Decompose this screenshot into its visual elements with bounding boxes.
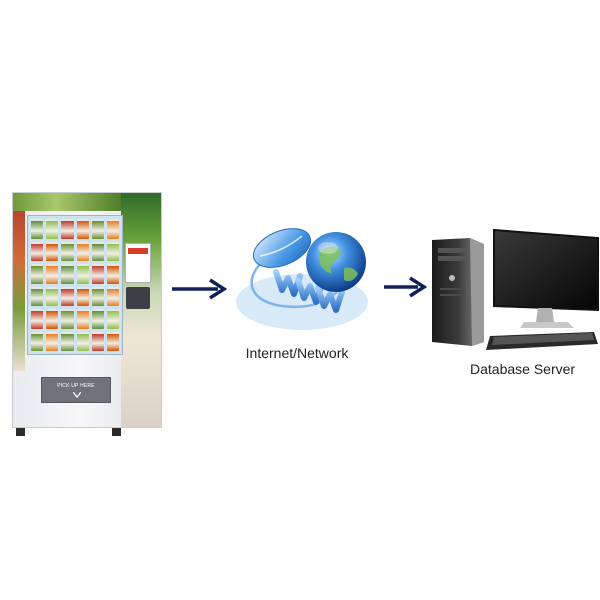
product-jar [31, 309, 44, 329]
product-jar [31, 331, 44, 351]
keyboard-icon [486, 332, 598, 350]
product-jar [46, 264, 59, 284]
product-jar [106, 241, 119, 261]
product-jar [46, 241, 59, 261]
down-chevron-icon [73, 392, 81, 398]
product-jar [76, 309, 89, 329]
product-jar [106, 219, 119, 239]
product-jar [91, 331, 104, 351]
vending-machine-left-panel [13, 211, 25, 371]
product-jar [76, 219, 89, 239]
internet-network-icon [236, 228, 368, 330]
pickup-door: PICK UP HERE [41, 377, 111, 403]
product-jar [91, 219, 104, 239]
arrow-right-icon [172, 278, 228, 300]
machine-foot [112, 428, 121, 436]
product-jar [61, 219, 74, 239]
product-jar [106, 331, 119, 351]
product-jar [61, 264, 74, 284]
product-jar [46, 286, 59, 306]
product-grid [31, 219, 119, 351]
product-jar [76, 286, 89, 306]
product-jar [76, 331, 89, 351]
product-jar [106, 264, 119, 284]
globe-icon [306, 232, 366, 292]
product-jar [31, 219, 44, 239]
product-jar [106, 286, 119, 306]
product-jar [46, 219, 59, 239]
product-jar [31, 241, 44, 261]
www-icon [273, 269, 345, 313]
computer-tower-icon [432, 238, 484, 346]
machine-foot [16, 428, 25, 436]
product-jar [61, 331, 74, 351]
vending-machine-top-panel [13, 193, 121, 211]
vending-machine-body: PICK UP HERE [12, 192, 162, 428]
product-jar [61, 286, 74, 306]
product-jar [76, 264, 89, 284]
vending-machine-screen [125, 243, 151, 283]
product-jar [61, 241, 74, 261]
database-server-icon [432, 228, 599, 350]
mouse-icon [252, 228, 312, 268]
monitor-icon [493, 228, 599, 328]
product-jar [76, 241, 89, 261]
product-jar [31, 264, 44, 284]
vending-machine-icon: PICK UP HERE [12, 192, 162, 438]
product-jar [61, 309, 74, 329]
payment-slot [126, 287, 150, 309]
internet-network-label: Internet/Network [245, 345, 349, 361]
arrow-right-icon [384, 276, 428, 298]
screen-banner [128, 248, 148, 254]
product-jar [91, 241, 104, 261]
product-jar [46, 331, 59, 351]
product-jar [106, 309, 119, 329]
product-jar [91, 286, 104, 306]
product-jar [91, 264, 104, 284]
database-server-label: Database Server [470, 361, 576, 377]
vending-machine-side-panel [121, 193, 161, 427]
product-jar [46, 309, 59, 329]
vending-machine-window [27, 215, 123, 355]
product-jar [91, 309, 104, 329]
pickup-label: PICK UP HERE [57, 383, 95, 389]
product-jar [31, 286, 44, 306]
